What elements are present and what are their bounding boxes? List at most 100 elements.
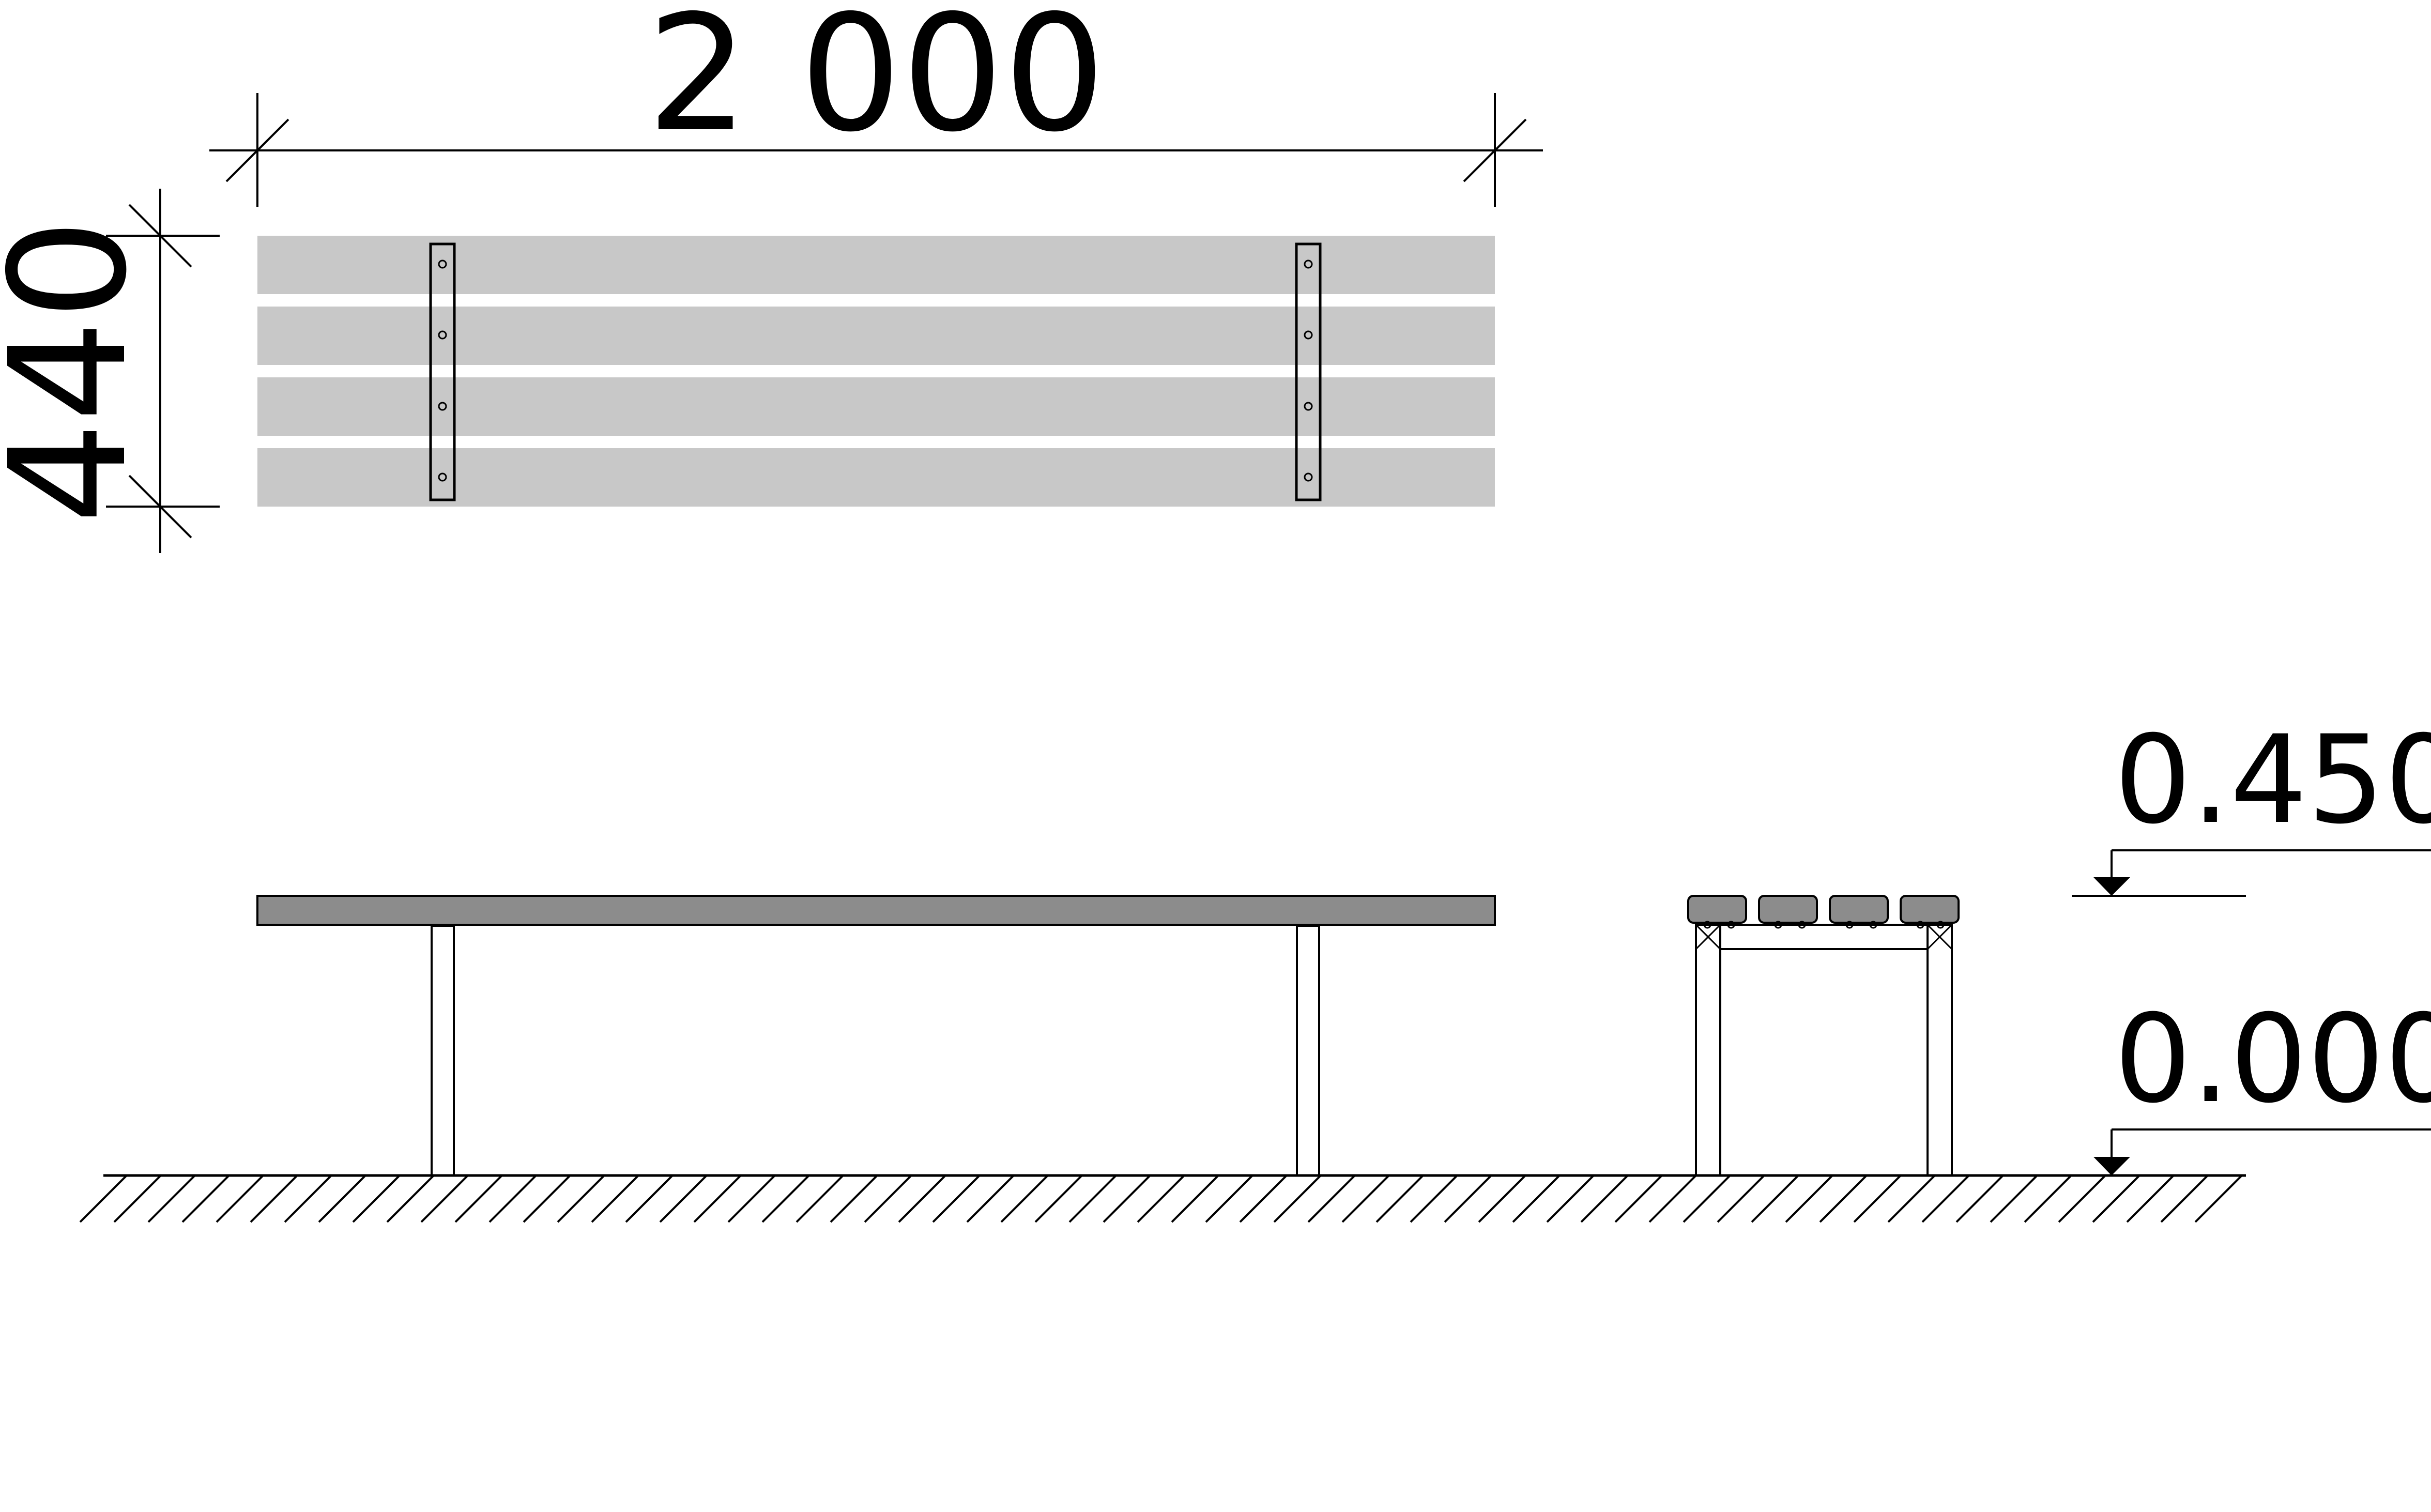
hatch-stroke bbox=[1921, 1174, 1970, 1223]
ground-hatching bbox=[79, 1174, 2243, 1223]
hatch-stroke bbox=[1307, 1174, 1356, 1223]
hatch-stroke bbox=[796, 1174, 844, 1223]
side-frame bbox=[1695, 921, 1953, 1177]
plan-slat-3 bbox=[257, 377, 1495, 436]
seat-level-label: 0.450 bbox=[2114, 710, 2431, 851]
ground-level-label: 0.000 bbox=[2114, 989, 2431, 1130]
hatch-stroke bbox=[1990, 1174, 2038, 1223]
hatch-stroke bbox=[1410, 1174, 1458, 1223]
hatch-stroke bbox=[659, 1174, 708, 1223]
hatch-stroke bbox=[557, 1174, 605, 1223]
hatch-stroke bbox=[1512, 1174, 1561, 1223]
plan-slats bbox=[257, 236, 1495, 507]
hatch-stroke bbox=[1683, 1174, 1731, 1223]
seat-level-marker: 0.450 bbox=[2072, 710, 2431, 897]
hatch-stroke bbox=[318, 1174, 366, 1223]
plan-slat-2 bbox=[257, 307, 1495, 365]
hatch-stroke bbox=[352, 1174, 401, 1223]
side-elevation bbox=[1687, 895, 1960, 1177]
hatch-stroke bbox=[488, 1174, 537, 1223]
side-leg-right bbox=[1927, 924, 1953, 1177]
hatch-stroke bbox=[181, 1174, 230, 1223]
hatch-stroke bbox=[1887, 1174, 1936, 1223]
front-seat bbox=[256, 895, 1496, 926]
front-elevation bbox=[256, 895, 1496, 1177]
hatch-stroke bbox=[2160, 1174, 2209, 1223]
depth-dimension-label: 440 bbox=[0, 218, 162, 524]
hatch-stroke bbox=[1819, 1174, 1868, 1223]
depth-dimension: 440 bbox=[0, 189, 220, 553]
hatch-stroke bbox=[1137, 1174, 1185, 1223]
hatch-stroke bbox=[2092, 1174, 2140, 1223]
hatch-stroke bbox=[1239, 1174, 1288, 1223]
hatch-stroke bbox=[1751, 1174, 1799, 1223]
hatch-stroke bbox=[1785, 1174, 1833, 1223]
width-dimension: 2 000 bbox=[209, 0, 1543, 207]
hatch-stroke bbox=[693, 1174, 742, 1223]
hatch-stroke bbox=[1273, 1174, 1322, 1223]
hatch-stroke bbox=[761, 1174, 810, 1223]
hatch-stroke bbox=[1171, 1174, 1219, 1223]
hatch-stroke bbox=[1068, 1174, 1117, 1223]
plan-bracket-left bbox=[429, 242, 456, 501]
hatch-stroke bbox=[147, 1174, 196, 1223]
side-slat-1 bbox=[1687, 895, 1747, 924]
hatch-stroke bbox=[1444, 1174, 1492, 1223]
hatch-stroke bbox=[1955, 1174, 2004, 1223]
hatch-stroke bbox=[216, 1174, 264, 1223]
hatch-stroke bbox=[454, 1174, 503, 1223]
hatch-stroke bbox=[523, 1174, 571, 1223]
hatch-stroke bbox=[79, 1174, 128, 1223]
bolt-icon bbox=[438, 330, 447, 340]
hatch-stroke bbox=[250, 1174, 298, 1223]
front-leg-left bbox=[431, 925, 455, 1177]
hatch-stroke bbox=[1580, 1174, 1629, 1223]
hatch-stroke bbox=[830, 1174, 878, 1223]
hatch-stroke bbox=[2024, 1174, 2072, 1223]
side-slat-4 bbox=[1900, 895, 1960, 924]
hatch-stroke bbox=[1341, 1174, 1390, 1223]
bolt-icon bbox=[438, 402, 447, 411]
hatch-stroke bbox=[864, 1174, 912, 1223]
bolt-icon bbox=[438, 259, 447, 269]
hatch-stroke bbox=[966, 1174, 1015, 1223]
hatch-stroke bbox=[2126, 1174, 2175, 1223]
hatch-stroke bbox=[727, 1174, 776, 1223]
width-dimension-label: 2 000 bbox=[647, 0, 1105, 167]
side-slat-2 bbox=[1758, 895, 1818, 924]
hatch-stroke bbox=[2194, 1174, 2243, 1223]
hatch-stroke bbox=[898, 1174, 946, 1223]
ground-line bbox=[79, 1174, 2246, 1223]
hatch-stroke bbox=[591, 1174, 639, 1223]
hatch-stroke bbox=[1648, 1174, 1697, 1223]
level-triangle-icon bbox=[2093, 877, 2130, 896]
plan-slat-1 bbox=[257, 236, 1495, 294]
hatch-stroke bbox=[1853, 1174, 1902, 1223]
hatch-stroke bbox=[1478, 1174, 1526, 1223]
bolt-icon bbox=[1304, 259, 1313, 269]
hatch-stroke bbox=[932, 1174, 981, 1223]
bolt-icon bbox=[1304, 330, 1313, 340]
hatch-stroke bbox=[2058, 1174, 2106, 1223]
hatch-stroke bbox=[284, 1174, 332, 1223]
hatch-stroke bbox=[386, 1174, 435, 1223]
hatch-stroke bbox=[1614, 1174, 1663, 1223]
plan-slat-4 bbox=[257, 448, 1495, 507]
bolt-icon bbox=[1304, 472, 1313, 482]
hatch-stroke bbox=[1034, 1174, 1083, 1223]
side-slat-3 bbox=[1829, 895, 1889, 924]
side-leg-left bbox=[1695, 924, 1721, 1177]
front-leg-right bbox=[1296, 925, 1320, 1177]
bolt-icon bbox=[438, 472, 447, 482]
bolt-icon bbox=[1304, 402, 1313, 411]
hatch-stroke bbox=[1103, 1174, 1151, 1223]
level-triangle-icon bbox=[2093, 1157, 2130, 1175]
ground-level-marker: 0.000 bbox=[2093, 989, 2431, 1175]
hatch-stroke bbox=[1375, 1174, 1424, 1223]
plan-bracket-right bbox=[1295, 242, 1322, 501]
hatch-stroke bbox=[113, 1174, 162, 1223]
hatch-stroke bbox=[1205, 1174, 1253, 1223]
hatch-stroke bbox=[625, 1174, 674, 1223]
plan-view: 2 000 440 bbox=[0, 0, 1543, 553]
